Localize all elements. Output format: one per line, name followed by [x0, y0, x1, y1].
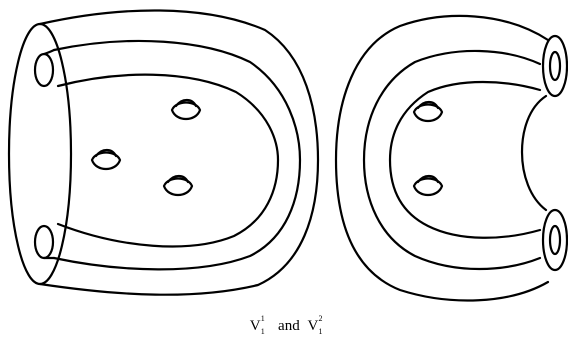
- left-opening-ellipse: [7, 22, 73, 286]
- left-top-tube-line: [42, 48, 56, 56]
- right-outer-hull: [334, 14, 550, 302]
- right-symbol-letter: V: [307, 318, 319, 334]
- left-bottom-tube-end: [33, 224, 55, 260]
- figure-caption: V 1 1 and V 2 1: [0, 315, 568, 336]
- right-hole-bottom: [412, 174, 444, 197]
- right-handlebody: [334, 14, 568, 302]
- left-top-tube-end: [33, 52, 55, 88]
- right-indent: [520, 94, 548, 212]
- left-tube-inner: [56, 73, 280, 248]
- left-hole-middle: [90, 148, 122, 171]
- right-tube-outer: [362, 49, 542, 271]
- right-bottom-tube-end: [541, 208, 568, 272]
- right-superscript: 2: [318, 314, 323, 323]
- left-symbol: V 1 1: [249, 315, 265, 336]
- caption-connector: and: [278, 318, 300, 334]
- left-symbol-letter: V: [249, 318, 261, 334]
- right-bottom-tube-inner: [548, 224, 562, 256]
- right-top-tube-inner: [548, 50, 562, 82]
- left-subscript: 1: [260, 327, 265, 336]
- left-hole-top: [170, 98, 202, 121]
- right-tube-inner: [388, 80, 542, 239]
- left-handlebody: [7, 9, 320, 296]
- right-subscript: 1: [318, 327, 323, 336]
- left-tube-outer: [52, 39, 302, 271]
- left-outer-hull: [38, 9, 320, 296]
- right-symbol: V 2 1: [307, 315, 322, 336]
- left-superscript: 1: [260, 314, 265, 323]
- right-hole-top: [412, 100, 444, 123]
- right-top-tube-end: [541, 34, 568, 98]
- left-hole-bottom: [162, 174, 194, 197]
